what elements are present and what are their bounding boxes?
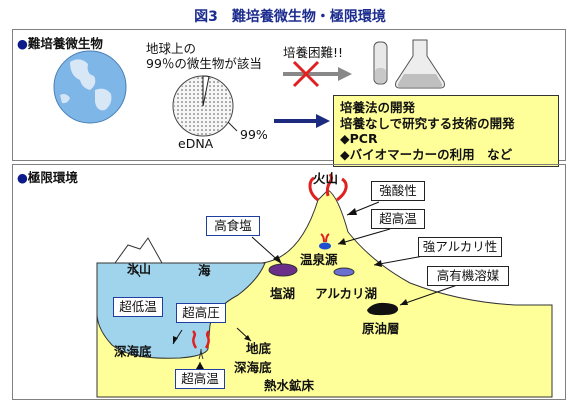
- label-deep-sea-floor-bottom: 深海底: [234, 360, 272, 375]
- iceberg-shape: [114, 237, 163, 264]
- label-sea: 海: [198, 263, 211, 278]
- bullet-dot-icon: ●: [17, 36, 28, 51]
- difficulty-label: 培養困難!!: [283, 45, 344, 60]
- land-shape: [96, 189, 553, 398]
- statement-line1: 地球上の: [146, 41, 197, 56]
- label-deep-sea-floor-left: 深海底: [114, 344, 152, 359]
- vent-plume-icon: [192, 330, 210, 349]
- development-box: 培養法の開発 培養なしで研究する技術の開発 ◆PCR ◆バイオマーカーの利用 な…: [333, 95, 559, 167]
- globe-icon: [53, 50, 127, 124]
- label-strong-alkaline: 強アルカリ性: [418, 237, 502, 257]
- panel-top-heading-text: 難培養微生物: [27, 36, 103, 51]
- label-volcano: 火山: [313, 171, 339, 186]
- salt-lake-shape: [268, 263, 298, 277]
- label-high-salt: 高食塩: [206, 216, 260, 236]
- development-arrow-icon: [274, 114, 330, 128]
- panel-extreme-environments: [12, 164, 566, 400]
- figure-title: 図3 難培養微生物・極限環境: [194, 9, 386, 25]
- development-line1: 培養法の開発: [340, 100, 416, 115]
- label-iceberg: 氷山: [127, 262, 152, 276]
- development-item-pcr: ◆PCR: [340, 131, 378, 146]
- label-ultra-high-temp-bottom: 超高温: [175, 369, 225, 389]
- label-ultra-low-temp: 超低温: [113, 297, 163, 317]
- pie-label-edna: eDNA: [178, 136, 214, 151]
- test-tube-icon: [373, 41, 388, 85]
- label-hot-spring: 温泉源: [300, 252, 338, 267]
- label-ultra-high-pressure: 超高圧: [176, 303, 226, 323]
- development-line2: 培養なしで研究する技術の開発: [340, 115, 515, 131]
- volcano-plume-icon: [308, 173, 348, 202]
- label-hydrothermal-deposit: 熱水鉱床: [264, 378, 315, 393]
- alkaline-lake-shape: [333, 267, 355, 277]
- statement-line2: 99％の微生物が該当: [146, 56, 262, 71]
- label-strong-acid: 強酸性: [371, 181, 425, 201]
- pie-label-percent: 99%: [240, 127, 268, 142]
- oil-layer-shape: [367, 302, 399, 316]
- label-salt-lake: 塩湖: [270, 286, 296, 301]
- arrow-heads: [173, 208, 408, 369]
- label-alkaline-lake: アルカリ湖: [315, 286, 378, 301]
- panel-top-heading: ●難培養微生物: [17, 33, 103, 52]
- pie-chart-icon: [172, 75, 238, 137]
- bullet-dot-icon: ●: [17, 170, 28, 185]
- flask-icon: [395, 39, 445, 89]
- label-ultra-high-temp-top: 超高温: [371, 209, 425, 229]
- label-high-organic-solvent: 高有機溶媒: [427, 266, 509, 286]
- difficult-arrow-icon: [283, 60, 352, 88]
- development-item-biomarker: ◆バイオマーカーの利用 など: [340, 146, 513, 162]
- panel-bottom-heading-text: 極限環境: [27, 170, 78, 185]
- panel-bottom-heading: ●極限環境: [17, 167, 78, 186]
- label-underground: 地底: [246, 341, 272, 356]
- hot-spring-icon: [319, 233, 331, 250]
- label-oil-layer: 原油層: [362, 321, 400, 336]
